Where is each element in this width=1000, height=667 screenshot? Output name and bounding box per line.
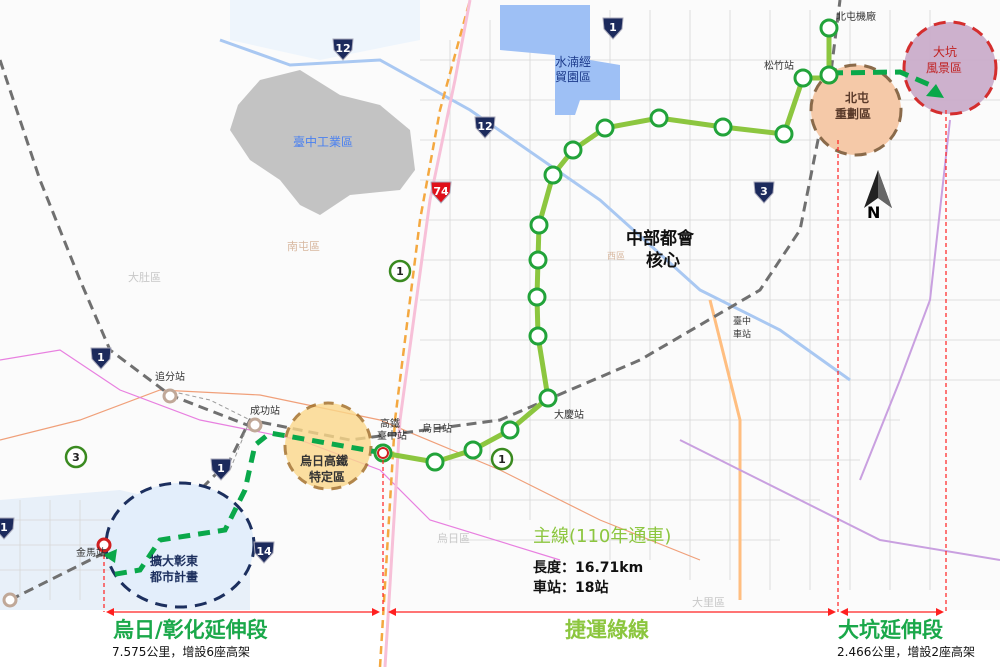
highway-shield-label: 1	[0, 521, 8, 534]
station-marker[interactable]	[819, 18, 839, 38]
station-marker[interactable]	[528, 326, 548, 346]
zone-core-2: 核心	[646, 251, 680, 271]
highway-shield-icon: 1	[388, 259, 412, 283]
highway-shield-icon: 14	[253, 541, 275, 564]
extension-arrow-icon	[103, 549, 117, 563]
station-marker[interactable]	[463, 440, 483, 460]
station-marker[interactable]	[819, 65, 839, 85]
station-label-hsr-2: 臺中站	[377, 431, 407, 442]
station-label-songzhu: 松竹站	[764, 61, 794, 72]
changhua-expansion-zone	[104, 481, 256, 609]
highway-shield-icon: 12	[332, 38, 354, 61]
dakeng-zone	[902, 20, 998, 116]
zone-hsr-1: 烏日高鐵	[300, 454, 349, 468]
highway-shield-label: 1	[97, 351, 105, 364]
beitun-zone	[809, 63, 903, 157]
dakeng-extension	[828, 69, 931, 88]
district-west: 西區	[607, 252, 626, 262]
station-marker-chenggong[interactable]	[247, 417, 263, 433]
wuri-hsr-zone	[283, 401, 373, 491]
zone-industrial: 臺中工業區	[293, 135, 354, 149]
zone-beitun-2: 重劃區	[835, 107, 872, 121]
highway-shield-icon: 1	[0, 517, 15, 540]
district-dadu: 大肚區	[128, 271, 161, 284]
station-marker[interactable]	[528, 250, 548, 270]
station-marker[interactable]	[538, 388, 558, 408]
station-label-wuri: 烏日站	[422, 424, 452, 435]
zone-core-1: 中部都會	[626, 229, 694, 249]
highway-shield-icon: 3	[64, 445, 88, 469]
street-grid	[0, 10, 1000, 600]
highway-shield-label: 1	[217, 462, 225, 475]
wuri-changhua-extension-detail: 7.575公里，增設6座高架	[112, 645, 250, 659]
highway-shield-label: 12	[335, 42, 350, 55]
river-area	[230, 0, 420, 60]
dakeng-extension-detail: 2.466公里，增設2座高架	[837, 645, 975, 659]
highway-shield-icon: 1	[90, 347, 112, 370]
zone-beitun-1: 北屯	[845, 91, 870, 105]
highway-shield-label: 1	[498, 453, 506, 466]
dakeng-extension-title: 大坑延伸段	[838, 618, 943, 642]
station-label-daqing: 大慶站	[554, 410, 584, 421]
highway-shield-label: 12	[477, 120, 492, 133]
zone-changhua-1: 擴大彰東	[150, 554, 199, 568]
station-label-taichung-1: 臺中	[733, 317, 752, 327]
highway-shield-label: 74	[433, 185, 449, 198]
zone-hsr-2: 特定區	[309, 470, 346, 484]
highway-shield-label: 3	[72, 451, 80, 464]
segment-boundaries	[103, 110, 947, 613]
extension-arrow-icon	[926, 84, 944, 98]
taichung-industrial-zone	[230, 70, 415, 215]
wuri-changhua-extension-title: 烏日/彰化延伸段	[113, 618, 268, 642]
station-marker[interactable]	[649, 108, 669, 128]
wuri-changhua-extension	[109, 430, 384, 578]
district-dali: 大里區	[692, 596, 725, 609]
station-marker[interactable]	[713, 117, 733, 137]
highway-shield-icon: 3	[753, 181, 775, 204]
station-marker[interactable]	[543, 165, 563, 185]
highway-shield-label: 1	[609, 21, 617, 34]
station-marker[interactable]	[527, 287, 547, 307]
zone-shuinan-2: 貿園區	[555, 70, 592, 84]
highway-shield-icon: 74	[430, 181, 452, 204]
station-marker[interactable]	[774, 124, 794, 144]
station-label-taichung-2: 車站	[733, 330, 752, 340]
station-marker[interactable]	[595, 118, 615, 138]
main-line-stations: 車站：18站	[533, 580, 609, 596]
station-marker[interactable]	[563, 140, 583, 160]
highway-shield-icon: 1	[602, 17, 624, 40]
compass-label: N	[867, 203, 881, 222]
highway-shield-icon: 12	[474, 116, 496, 139]
station-marker[interactable]	[500, 420, 520, 440]
main-line-title: 主線(110年通車)	[533, 526, 672, 547]
station-label-hsr-1: 高鐵	[380, 419, 400, 430]
zone-changhua-2: 都市計畫	[150, 570, 199, 584]
station-label-beitun-depot: 北屯機廠	[836, 12, 876, 23]
highway-shield-icon: 1	[490, 447, 514, 471]
highway-shield-label: 1	[396, 265, 404, 278]
north-arrow-icon	[864, 170, 892, 208]
station-label-zhuifen: 追分站	[155, 372, 185, 383]
green-line-title: 捷運綠線	[565, 618, 649, 642]
station-marker[interactable]	[793, 68, 813, 88]
highway-shield-label: 3	[760, 185, 768, 198]
station-label-jinma: 金馬站	[76, 548, 106, 559]
zone-dakeng-1: 大坑	[933, 45, 958, 59]
zone-shuinan-1: 水湳經	[555, 55, 592, 69]
shuinan-zone	[500, 5, 620, 115]
station-marker[interactable]	[529, 215, 549, 235]
main-line-length: 長度：16.71km	[533, 560, 644, 576]
station-marker[interactable]	[2, 592, 18, 608]
district-wuri: 烏日區	[437, 532, 470, 545]
highway-shield-icon: 1	[210, 458, 232, 481]
station-marker-jinma[interactable]	[96, 537, 112, 553]
district-nantun: 南屯區	[287, 240, 320, 253]
station-label-chenggong: 成功站	[250, 406, 280, 417]
highway-shield-label: 14	[256, 545, 272, 558]
hsr-transfer-ring	[377, 447, 389, 459]
station-marker[interactable]	[425, 452, 445, 472]
zone-dakeng-2: 風景區	[926, 61, 963, 75]
station-marker-zhuifen[interactable]	[162, 388, 178, 404]
